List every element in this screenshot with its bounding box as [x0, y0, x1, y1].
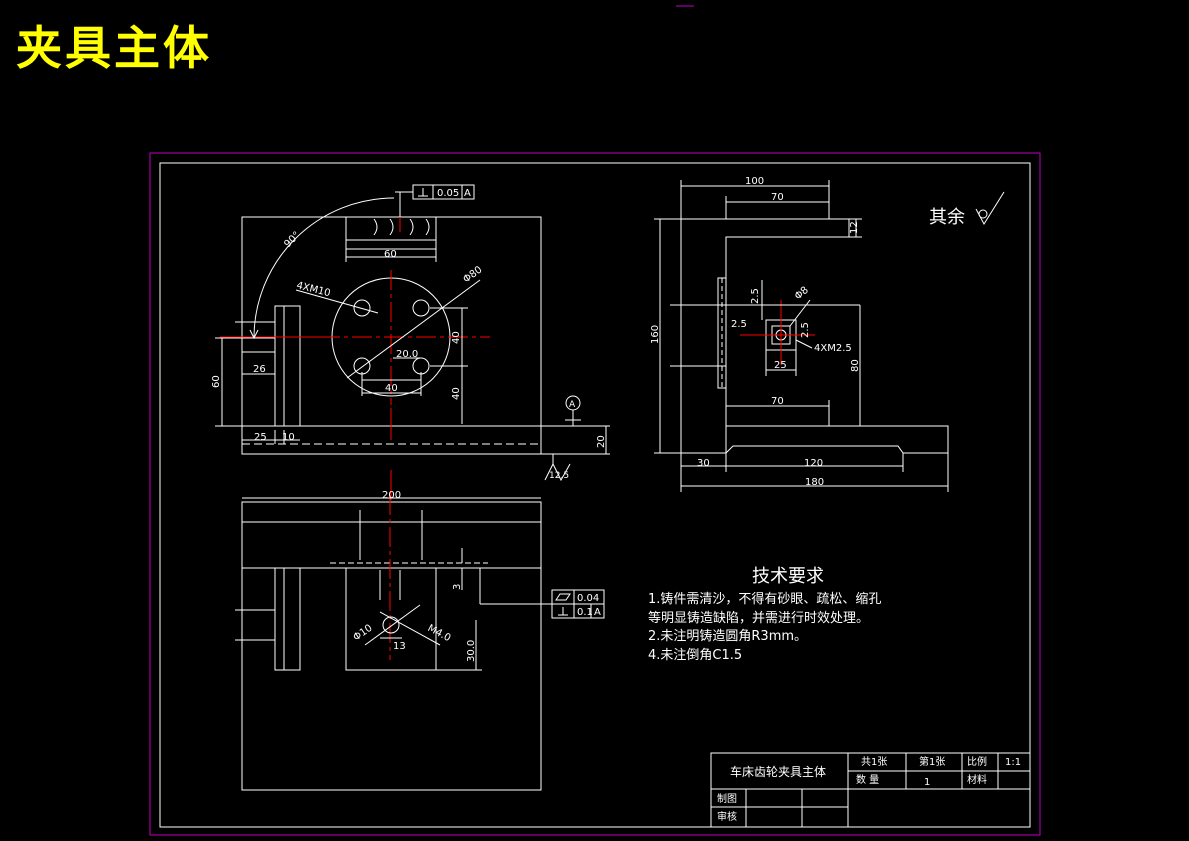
holes-4xm10: 4XM10	[295, 280, 331, 299]
dim-30: 30	[697, 458, 710, 469]
outer-frame	[149, 152, 1041, 836]
roughness-value: 12.5	[549, 471, 569, 481]
surface-finish-label: 其余	[929, 207, 965, 228]
dim-160: 160	[650, 325, 661, 344]
part-name: 车床齿轮夹具主体	[730, 764, 826, 779]
dim-30: 30.0	[466, 640, 477, 662]
parallelism-tolerance: 0.04	[577, 593, 599, 604]
dim-40-h: 40	[385, 383, 398, 394]
datum-a-circle: A	[569, 400, 576, 410]
dim-phi8: Φ8	[793, 285, 811, 303]
dim-20: 20.0	[396, 349, 418, 360]
surface-finish-note: 其余	[929, 191, 1005, 228]
dim-10: 10	[282, 432, 295, 443]
dim-25: 25	[774, 360, 787, 371]
perpendicular-tolerance: 0.1	[577, 607, 593, 618]
quantity-label: 数 量	[856, 773, 879, 786]
sheet-number: 第1张	[919, 755, 945, 768]
dim-26: 26	[253, 364, 266, 375]
quantity-value: 1	[924, 777, 930, 788]
dim-2-5b: 2.5	[731, 319, 747, 330]
dim-60-left: 60	[211, 375, 222, 388]
scale-value: 1:1	[1005, 757, 1021, 768]
dim-phi80: Φ80	[461, 264, 484, 285]
dim-3: 3	[452, 584, 463, 590]
dim-40-v2: 40	[451, 387, 462, 400]
dim-40-v1: 40	[451, 331, 462, 344]
front-view-labels: 0.05 A 60 90° 4XM10 Φ80 40 40 20.0 40 60…	[211, 188, 607, 481]
title-block-text: 车床齿轮夹具主体 共1张 第1张 比例 1:1 数 量 1 材料 制图 审核	[717, 755, 1021, 823]
dim-180: 180	[805, 477, 824, 488]
dim-25: 25	[254, 432, 267, 443]
tech-req-line-1: 1.铸件需清沙，不得有砂眼、疏松、缩孔	[648, 591, 881, 607]
angle-90: 90°	[282, 230, 302, 250]
title-block	[710, 752, 1031, 828]
tech-req-line-3: 2.未注明铸造圆角R3mm。	[648, 628, 807, 644]
total-sheets: 共1张	[861, 756, 887, 768]
checked-by-label: 审核	[717, 810, 737, 823]
side-view-labels: 100 70 12 160 2.5 2.5 2.5 Φ8 4XM2.5 25 8…	[650, 176, 861, 488]
dim-2-5c: 2.5	[800, 322, 811, 338]
dim-120: 120	[804, 458, 823, 469]
dim-m4: M4.0	[426, 623, 453, 644]
drawing-title: 夹具主体	[16, 21, 212, 75]
dim-13: 13	[393, 641, 406, 652]
front-view	[215, 184, 610, 500]
surface-finish-icon	[975, 191, 1005, 225]
tech-req-heading: 技术要求	[752, 566, 824, 587]
drawn-by-label: 制图	[717, 792, 737, 805]
scale-label: 比例	[967, 755, 987, 768]
top-view	[235, 495, 605, 791]
datum-ref: A	[464, 188, 471, 199]
dim-80: 80	[850, 359, 861, 372]
side-view	[654, 180, 949, 492]
dim-60-top: 60	[384, 249, 397, 260]
perpendicular-datum: A	[594, 607, 601, 618]
dim-200: 200	[382, 490, 401, 501]
dim-2-5a: 2.5	[750, 288, 761, 304]
tech-req-line-4: 4.未注倒角C1.5	[648, 648, 742, 663]
technical-requirements: 技术要求 1.铸件需清沙，不得有砂眼、疏松、缩孔 等明显铸造缺陷，并需进行时效处…	[648, 566, 881, 663]
flatness-tolerance: 0.05	[437, 188, 459, 199]
holes-4xm2-5: 4XM2.5	[814, 343, 852, 354]
dim-70-bot: 70	[771, 396, 784, 407]
dim-20-right: 20	[596, 435, 607, 448]
inner-frame	[159, 162, 1031, 828]
dim-100: 100	[745, 176, 764, 187]
tech-req-line-2: 等明显铸造缺陷，并需进行时效处理。	[648, 610, 869, 626]
material-label: 材料	[967, 773, 987, 786]
dim-12: 12	[849, 221, 860, 234]
dim-70-top: 70	[771, 192, 784, 203]
